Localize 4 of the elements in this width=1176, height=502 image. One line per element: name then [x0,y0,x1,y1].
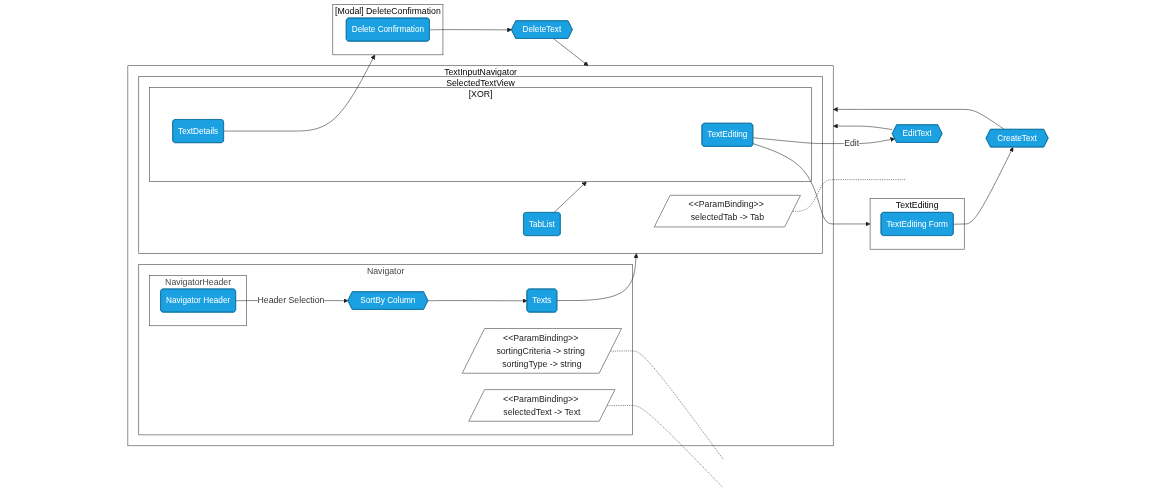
connector [607,405,723,487]
edge-label: Header Selection [257,295,325,305]
connector [792,179,907,212]
edge-label: Edit [844,138,860,148]
